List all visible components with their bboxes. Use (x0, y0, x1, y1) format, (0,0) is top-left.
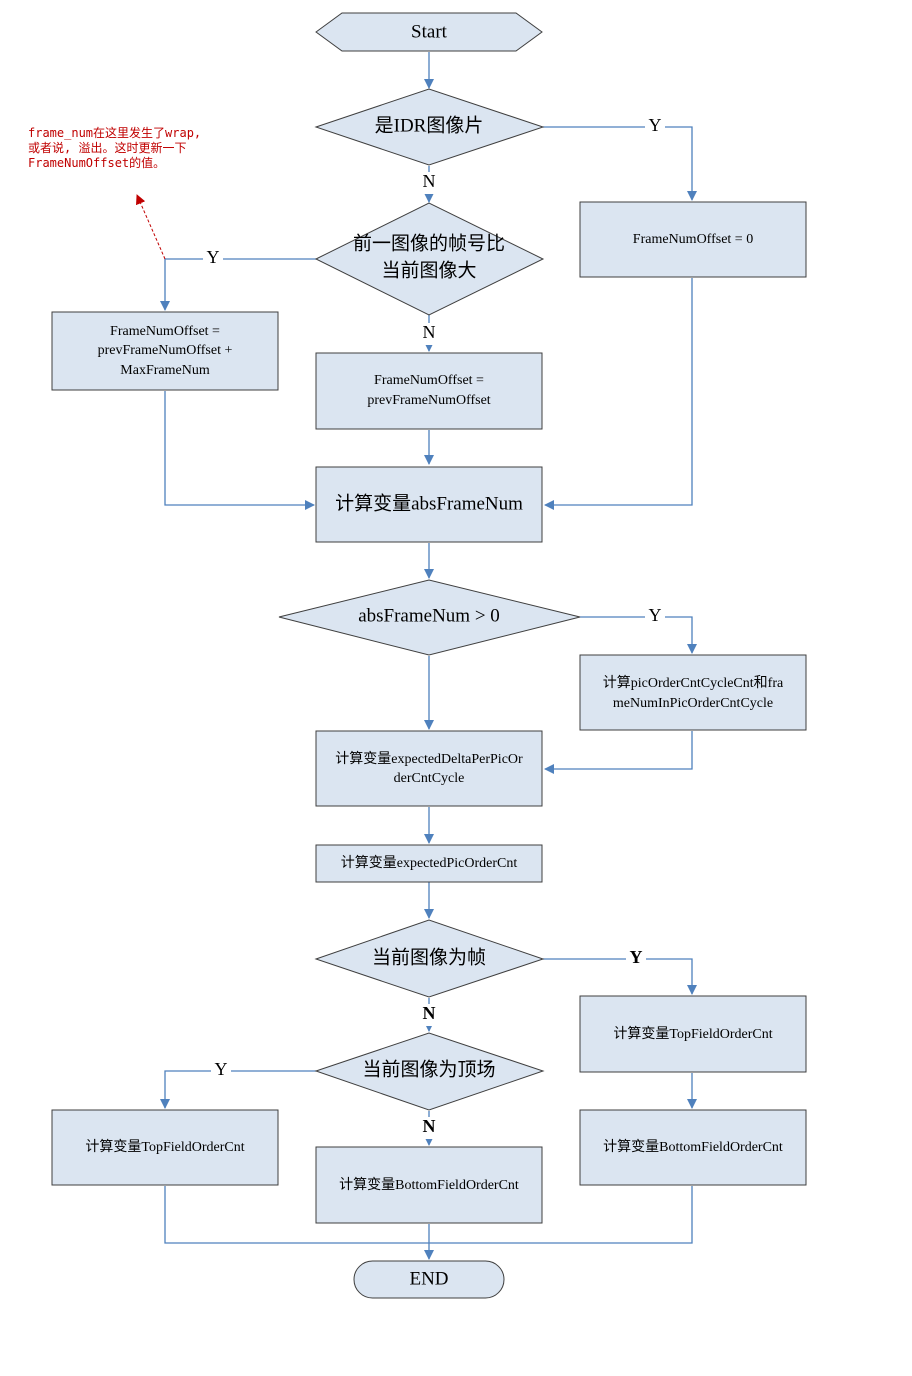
node-start-label: Start (411, 21, 448, 42)
node-is-idr: 是IDR图像片 (314, 88, 545, 166)
node-offset-wrap-line3: MaxFrameNum (120, 363, 210, 378)
node-start: Start (315, 12, 543, 52)
node-offset-prev: FrameNumOffset = prevFrameNumOffset (315, 352, 543, 430)
label-frame-no: N (423, 1003, 436, 1023)
node-field-top-label: 计算变量TopFieldOrderCnt (85, 1139, 244, 1155)
node-is-frame: 当前图像为帧 (314, 919, 545, 998)
label-top-no: N (423, 1116, 436, 1136)
node-frame-top: 计算变量TopFieldOrderCnt (579, 995, 807, 1073)
node-is-frame-label: 当前图像为帧 (372, 946, 486, 968)
node-offset-prev-line2: prevFrameNumOffset (367, 393, 490, 408)
node-calc-expected-label: 计算变量expectedPicOrderCnt (341, 855, 518, 871)
node-frame-bottom-label: 计算变量BottomFieldOrderCnt (603, 1139, 783, 1155)
edge-wrap-abs (164, 391, 315, 510)
edge-top-yes (160, 1070, 316, 1109)
node-offset-zero-label: FrameNumOffset = 0 (633, 232, 753, 247)
label-prev-no: N (423, 322, 436, 342)
node-prev-bigger-line1: 前一图像的帧号比 (353, 232, 505, 254)
node-calc-cycle-line1: 计算picOrderCntCycleCnt和fra (603, 675, 784, 691)
node-calc-delta: 计算变量expectedDeltaPerPicOr derCntCycle (315, 730, 543, 807)
annotation-arrow (136, 194, 166, 260)
node-calc-cycle: 计算picOrderCntCycleCnt和fra meNumInPicOrde… (579, 654, 807, 731)
edge-frame-yes (543, 958, 697, 995)
node-frame-top-label: 计算变量TopFieldOrderCnt (613, 1026, 772, 1042)
edge-idr-yes (543, 126, 697, 201)
node-offset-zero: FrameNumOffset = 0 (579, 201, 807, 278)
node-field-top: 计算变量TopFieldOrderCnt (51, 1109, 279, 1186)
label-idr-no: N (423, 171, 436, 191)
edge-prev-yes (160, 258, 316, 311)
node-field-bottom: 计算变量BottomFieldOrderCnt (315, 1146, 543, 1224)
node-end-label: END (409, 1268, 448, 1289)
node-abs-gt-zero-label: absFrameNum > 0 (358, 605, 500, 626)
node-offset-wrap: FrameNumOffset = prevFrameNumOffset + Ma… (51, 311, 279, 391)
node-calc-cycle-line2: meNumInPicOrderCntCycle (613, 696, 773, 711)
node-offset-wrap-line2: prevFrameNumOffset + (98, 343, 233, 358)
node-calc-expected: 计算变量expectedPicOrderCnt (315, 844, 543, 883)
annotation-line3: FrameNumOffset的值。 (28, 155, 165, 170)
node-prev-bigger-line2: 当前图像大 (381, 259, 476, 281)
node-is-top-field: 当前图像为顶场 (314, 1032, 545, 1111)
node-calc-delta-line1: 计算变量expectedDeltaPerPicOr (335, 751, 523, 767)
node-calc-abs-label: 计算变量absFrameNum (335, 492, 523, 514)
node-calc-abs: 计算变量absFrameNum (315, 466, 543, 543)
node-offset-wrap-line1: FrameNumOffset = (110, 324, 220, 339)
edge-zero-abs (544, 278, 693, 510)
node-offset-prev-line1: FrameNumOffset = (374, 373, 484, 388)
annotation-line2: 或者说, 溢出。这时更新一下 (28, 140, 186, 155)
edge-abs-yes (580, 616, 697, 654)
label-top-yes: Y (215, 1059, 228, 1079)
node-calc-delta-line2: derCntCycle (394, 771, 465, 786)
label-prev-yes: Y (207, 247, 220, 267)
label-abs-yes: Y (649, 605, 662, 625)
node-abs-gt-zero: absFrameNum > 0 (278, 579, 581, 656)
annotation-line1: frame_num在这里发生了wrap, (28, 125, 201, 140)
edge-labels: Y N Y N Y Y N Y N (203, 115, 665, 1139)
node-prev-bigger: 前一图像的帧号比 当前图像大 (314, 202, 545, 316)
label-idr-yes: Y (649, 115, 662, 135)
edge-cycle-delta (544, 731, 693, 774)
edges (160, 52, 697, 1260)
node-frame-bottom: 计算变量BottomFieldOrderCnt (579, 1109, 807, 1186)
node-end: END (353, 1260, 505, 1299)
node-is-top-field-label: 当前图像为顶场 (362, 1058, 495, 1080)
annotation-note: frame_num在这里发生了wrap, 或者说, 溢出。这时更新一下 Fram… (28, 125, 201, 260)
label-frame-yes: Y (630, 947, 643, 967)
node-is-idr-label: 是IDR图像片 (375, 114, 484, 136)
node-field-bottom-label: 计算变量BottomFieldOrderCnt (339, 1177, 519, 1193)
